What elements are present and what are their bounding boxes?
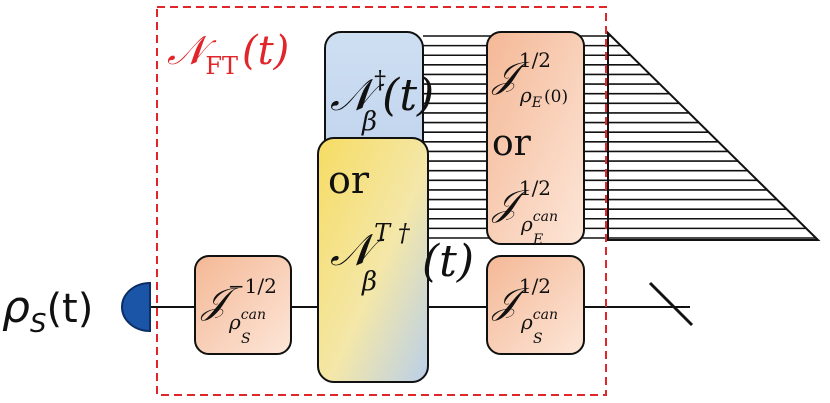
j-env0-arg: (0) xyxy=(544,87,568,107)
nft-label-sub: FT xyxy=(205,52,238,80)
or-right-label: or xyxy=(492,123,532,164)
rho-s-arg: (t) xyxy=(46,286,93,332)
j-envcan-sub: ρcan xyxy=(520,209,558,236)
or-left-label: or xyxy=(328,158,370,202)
n-beta-t-arg: (t) xyxy=(422,236,474,287)
j-envcan-sup: 1/2 xyxy=(519,176,551,200)
n-beta-dagger-arg: (t) xyxy=(382,70,434,121)
j-sys-sup: 1/2 xyxy=(519,274,551,298)
j-envcan-can: can xyxy=(533,209,558,225)
rho-s-main: ρ xyxy=(2,282,30,333)
j-system-subsub: S xyxy=(533,331,543,347)
j-envcan-rho: ρ xyxy=(520,212,533,236)
n-beta-t-sub: β xyxy=(361,267,377,297)
state-input-half-disk xyxy=(121,281,151,333)
j-inverse-system-subsub: S xyxy=(241,331,251,347)
j-inverse-system-sub: ρcan xyxy=(228,307,266,334)
rho-s-label: ρS(t) xyxy=(2,282,93,339)
n-beta-dagger-sup: † xyxy=(374,66,386,94)
j-env0-sub: ρE(0) xyxy=(519,83,568,111)
j-envcan-subsub: E xyxy=(532,232,543,248)
j-inv-sub: ρ xyxy=(228,310,241,334)
nft-channel-boundary xyxy=(156,6,607,396)
nft-label-arg: (t) xyxy=(242,28,289,74)
trace-out-mark xyxy=(648,281,694,327)
nft-label: 𝒩FT(t) xyxy=(167,28,289,80)
n-beta-transpose-box xyxy=(317,137,429,383)
j-sys-rho: ρ xyxy=(520,310,533,334)
j-env0-e: E xyxy=(531,95,542,111)
j-env0-sup: 1/2 xyxy=(519,48,551,72)
j-system-box xyxy=(486,255,585,355)
j-environment-box xyxy=(486,31,585,245)
j-env0-label: 𝒥1/2 xyxy=(491,48,551,96)
j-system-sub: ρcan xyxy=(520,307,558,334)
n-beta-t-sup: T † xyxy=(374,219,411,247)
j-inverse-system-box xyxy=(194,255,292,355)
j-env0-rho: ρ xyxy=(519,83,532,107)
j-inv-subsup: can xyxy=(241,307,266,323)
n-beta-dagger-sub: β xyxy=(361,107,377,137)
j-inv-sup: −1/2 xyxy=(228,274,277,298)
n-beta-dagger-label: 𝒩†(t) xyxy=(330,66,434,121)
j-sys-can: can xyxy=(533,307,558,323)
environment-triangle xyxy=(607,30,821,241)
rho-s-sub: S xyxy=(30,309,47,339)
environment-wires xyxy=(423,35,816,239)
